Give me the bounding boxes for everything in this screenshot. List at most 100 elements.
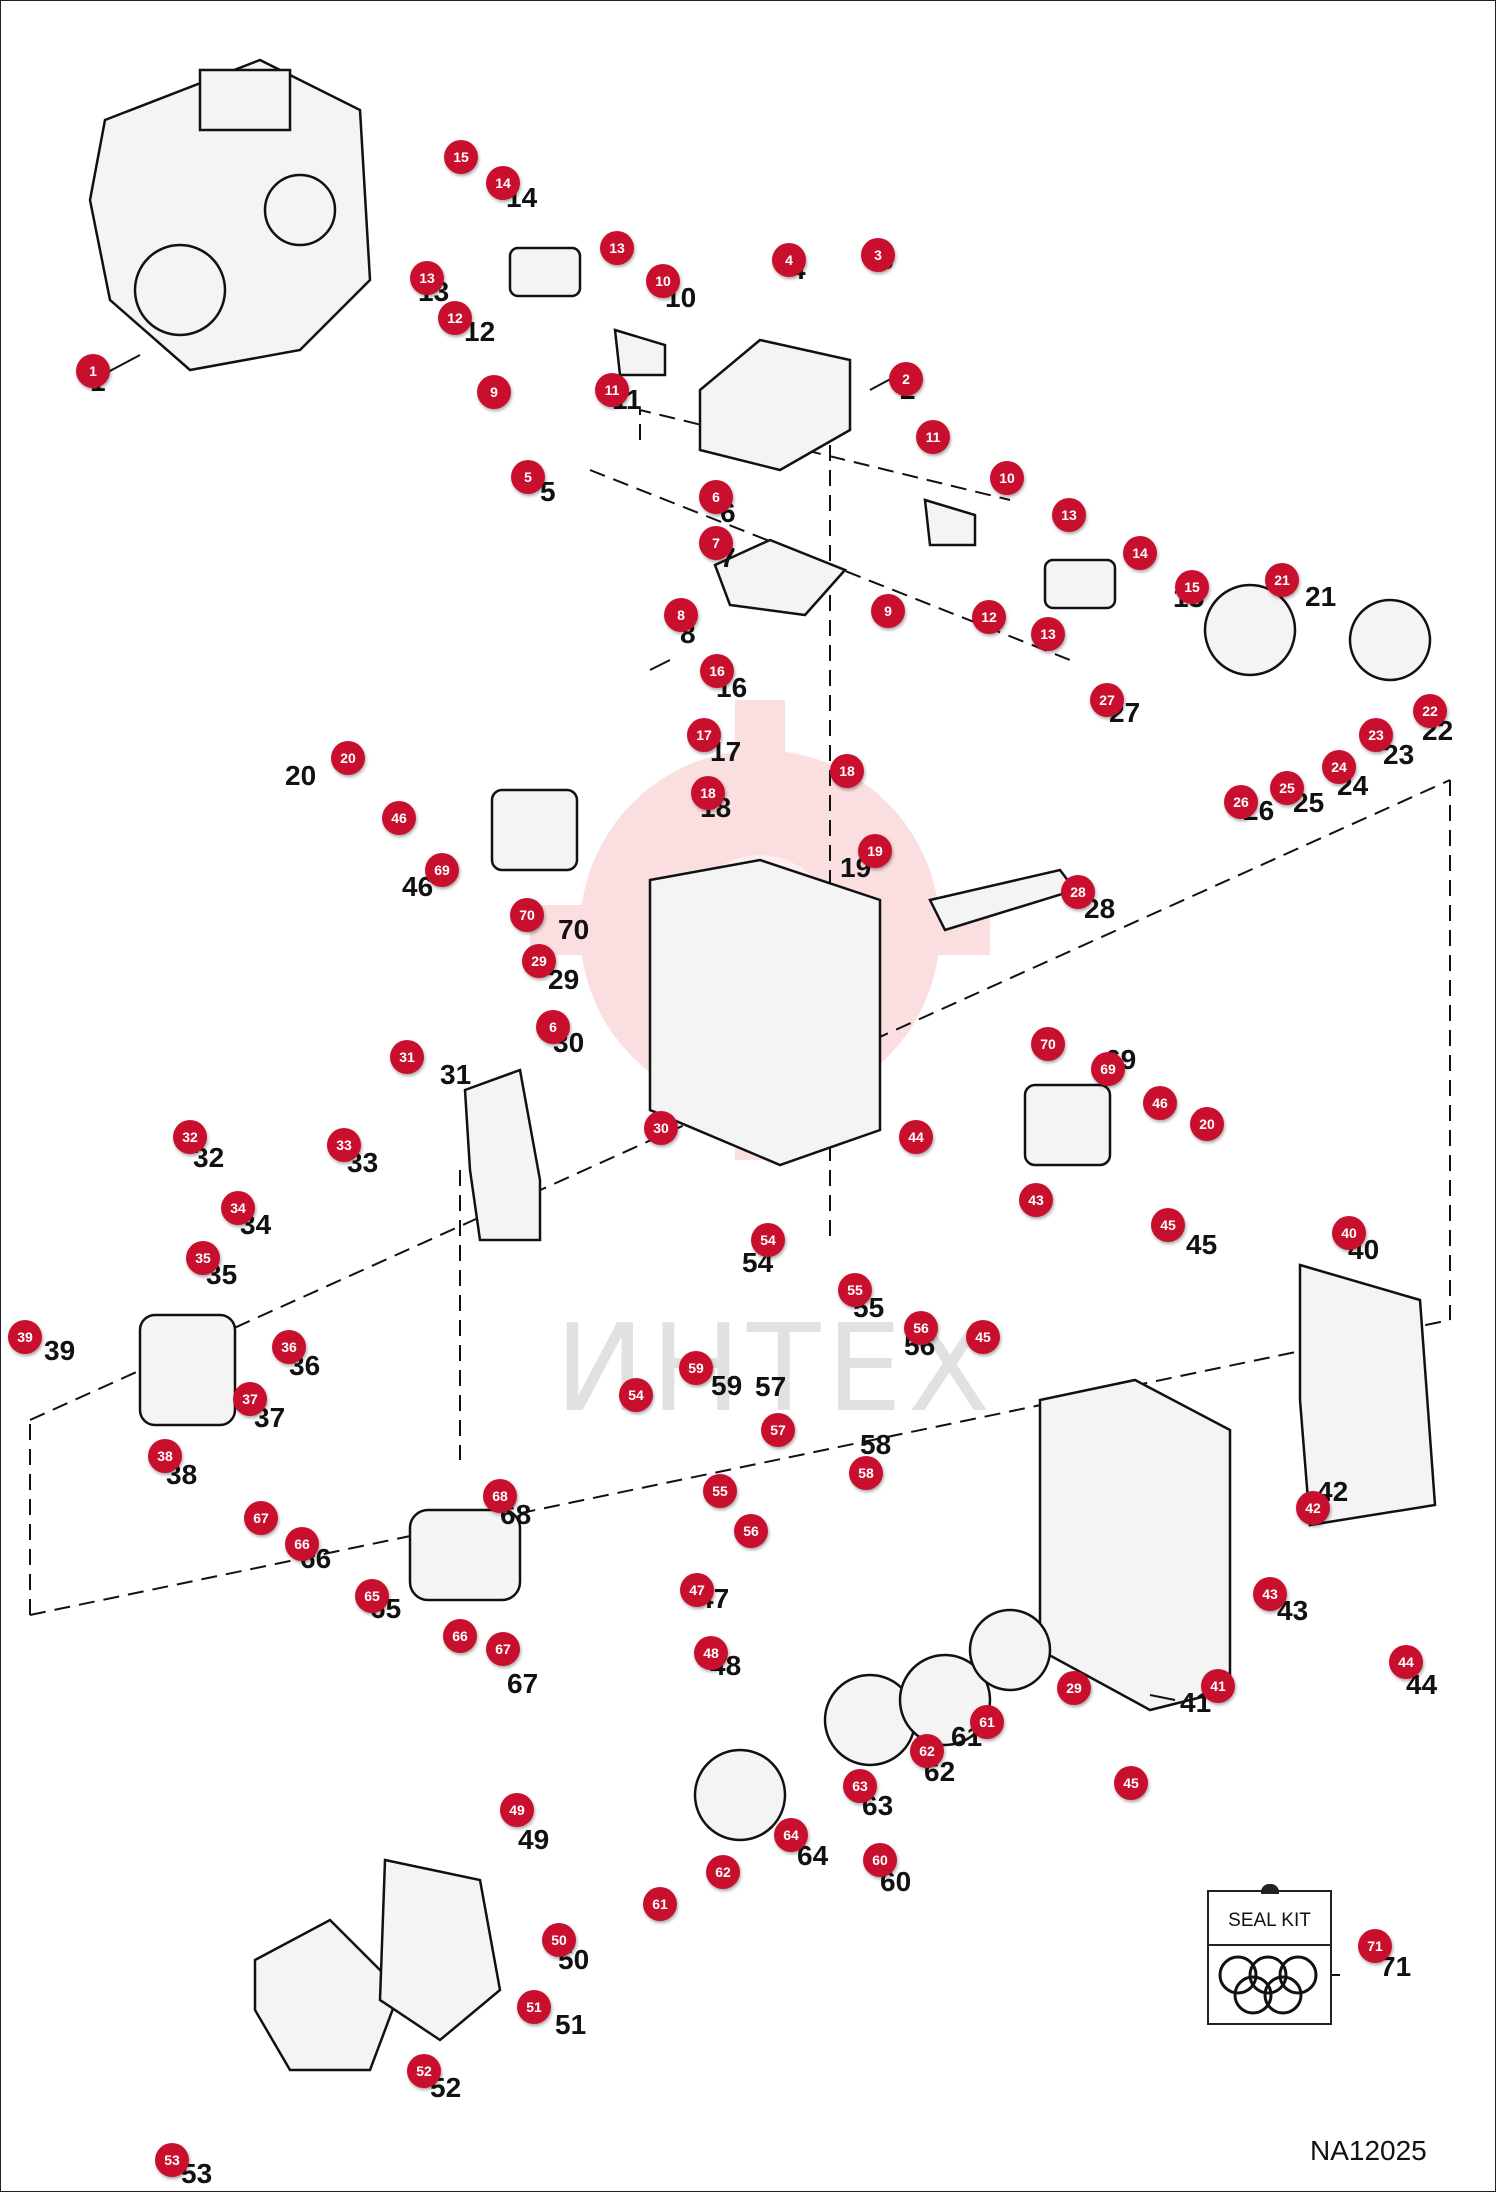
callout-badge-49: 49 <box>500 1793 534 1827</box>
part-label-21: 21 <box>1305 581 1337 612</box>
callout-badge-6: 6 <box>536 1010 570 1044</box>
callout-badge-10: 10 <box>990 461 1024 495</box>
callout-badge-14: 14 <box>486 166 520 200</box>
callout-badge-48: 48 <box>694 1636 728 1670</box>
callout-badge-55: 55 <box>838 1273 872 1307</box>
callout-badge-44: 44 <box>1389 1645 1423 1679</box>
callout-badge-40: 40 <box>1332 1216 1366 1250</box>
callout-badge-9: 9 <box>477 375 511 409</box>
callout-badge-13: 13 <box>1052 498 1086 532</box>
callout-badge-54: 54 <box>751 1223 785 1257</box>
part-label-59: 59 <box>711 1370 743 1401</box>
callout-badge-11: 11 <box>916 420 950 454</box>
seal-kit-divider <box>1209 1944 1330 1946</box>
callout-badge-27: 27 <box>1090 683 1124 717</box>
callout-badge-5: 5 <box>511 460 545 494</box>
diagram-code: NA12025 <box>1310 2135 1427 2166</box>
callout-badge-58: 58 <box>849 1456 883 1490</box>
callout-badge-67: 67 <box>486 1632 520 1666</box>
part-label-31: 31 <box>440 1059 472 1090</box>
callout-badge-33: 33 <box>327 1128 361 1162</box>
callout-badge-36: 36 <box>272 1330 306 1364</box>
callout-badge-12: 12 <box>972 600 1006 634</box>
callout-badge-56: 56 <box>904 1311 938 1345</box>
part-label-51: 51 <box>555 2009 587 2040</box>
callout-badge-13: 13 <box>410 261 444 295</box>
callout-badge-71: 71 <box>1358 1929 1392 1963</box>
callout-badge-23: 23 <box>1359 718 1393 752</box>
callout-badge-46: 46 <box>382 801 416 835</box>
callout-badge-15: 15 <box>1175 570 1209 604</box>
callout-badge-16: 16 <box>700 654 734 688</box>
callout-badge-20: 20 <box>331 741 365 775</box>
callout-badge-10: 10 <box>646 264 680 298</box>
callout-badge-57: 57 <box>761 1413 795 1447</box>
callout-badge-62: 62 <box>910 1734 944 1768</box>
callout-badge-59: 59 <box>679 1351 713 1385</box>
callout-badge-12: 12 <box>438 301 472 335</box>
callout-badge-69: 69 <box>1091 1052 1125 1086</box>
callout-badge-68: 68 <box>483 1479 517 1513</box>
callout-badge-43: 43 <box>1019 1183 1053 1217</box>
callout-badge-61: 61 <box>970 1705 1004 1739</box>
callout-badge-15: 15 <box>444 140 478 174</box>
callout-badge-66: 66 <box>285 1527 319 1561</box>
callout-badge-61: 61 <box>643 1887 677 1921</box>
callout-badge-24: 24 <box>1322 750 1356 784</box>
callout-badge-35: 35 <box>186 1241 220 1275</box>
callout-badge-52: 52 <box>407 2054 441 2088</box>
callout-badge-63: 63 <box>843 1769 877 1803</box>
callout-badge-29: 29 <box>522 944 556 978</box>
callout-badge-2: 2 <box>889 362 923 396</box>
part-label-57: 57 <box>755 1371 787 1402</box>
part-label-45: 45 <box>1186 1229 1218 1260</box>
callout-badge-11: 11 <box>595 373 629 407</box>
callout-badge-25: 25 <box>1270 771 1304 805</box>
callout-badge-31: 31 <box>390 1040 424 1074</box>
callout-badge-22: 22 <box>1413 694 1447 728</box>
callout-badge-37: 37 <box>233 1382 267 1416</box>
callout-badge-1: 1 <box>76 354 110 388</box>
callout-badge-60: 60 <box>863 1843 897 1877</box>
callout-badge-19: 19 <box>858 834 892 868</box>
callout-badge-45: 45 <box>1151 1208 1185 1242</box>
seal-rings-icon <box>1218 1955 1318 2015</box>
callout-badge-56: 56 <box>734 1514 768 1548</box>
callout-badge-62: 62 <box>706 1855 740 1889</box>
callout-badge-38: 38 <box>148 1439 182 1473</box>
seal-kit-box: SEAL KIT <box>1207 1884 1332 2025</box>
callout-badge-17: 17 <box>687 718 721 752</box>
callout-badge-53: 53 <box>155 2143 189 2177</box>
callout-badge-70: 70 <box>510 898 544 932</box>
callout-badge-7: 7 <box>699 526 733 560</box>
callout-badge-13: 13 <box>600 231 634 265</box>
part-label-39: 39 <box>44 1335 76 1366</box>
part-label-49: 49 <box>518 1824 550 1855</box>
callout-badge-47: 47 <box>680 1573 714 1607</box>
callout-badge-28: 28 <box>1061 875 1095 909</box>
callout-badge-65: 65 <box>355 1579 389 1613</box>
callout-badge-9: 9 <box>871 594 905 628</box>
callout-badge-6: 6 <box>699 480 733 514</box>
callout-badge-50: 50 <box>542 1923 576 1957</box>
callout-badge-39: 39 <box>8 1320 42 1354</box>
part-label-5: 5 <box>540 476 556 507</box>
callout-badge-69: 69 <box>425 853 459 887</box>
part-label-70: 70 <box>558 914 590 945</box>
callout-badge-30: 30 <box>644 1111 678 1145</box>
callout-badge-42: 42 <box>1296 1491 1330 1525</box>
callout-badge-44: 44 <box>899 1120 933 1154</box>
callout-badge-18: 18 <box>691 776 725 810</box>
callout-badge-51: 51 <box>517 1990 551 2024</box>
callout-badge-66: 66 <box>443 1619 477 1653</box>
part-label-20: 20 <box>285 760 317 791</box>
callout-badge-4: 4 <box>772 243 806 277</box>
callout-badge-13: 13 <box>1031 617 1065 651</box>
callout-badge-54: 54 <box>619 1378 653 1412</box>
part-label-58: 58 <box>860 1429 892 1460</box>
seal-kit-tab <box>1261 1884 1279 1894</box>
callout-badge-34: 34 <box>221 1191 255 1225</box>
callout-badge-46: 46 <box>1143 1086 1177 1120</box>
